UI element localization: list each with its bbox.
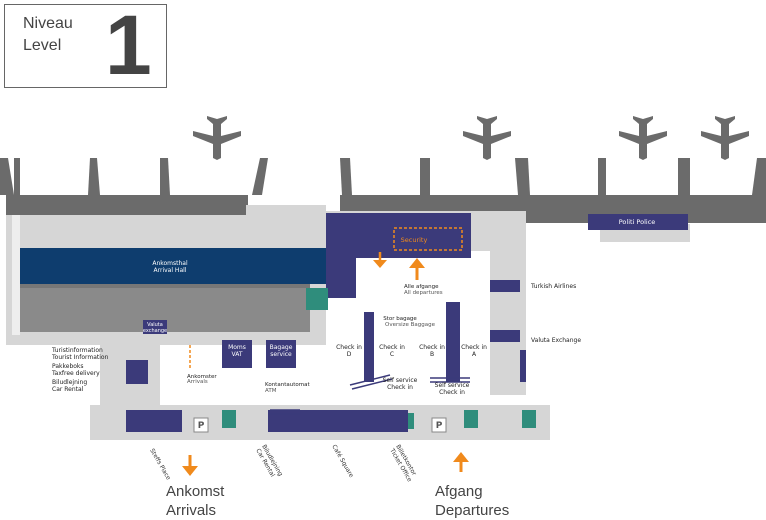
- arrivals-exit-en: Arrivals: [166, 502, 217, 519]
- bagage-label: Bagage: [270, 344, 293, 351]
- all-departures-da: Alle afgange: [404, 284, 439, 290]
- level-label: Niveau Level: [23, 13, 73, 57]
- vat-label: VAT: [231, 351, 242, 358]
- oversize-da: Stor bagage: [383, 316, 417, 322]
- arrival-hall-label-en: Arrival Hall: [154, 267, 187, 274]
- departures-exit-da: Afgang: [435, 483, 483, 500]
- parking-label-1: P: [198, 421, 205, 431]
- route-arrows: [182, 252, 469, 476]
- street-steffs: Steffs Place: [148, 448, 172, 482]
- self-service-left-checkin: Check in: [387, 384, 413, 391]
- tourist-info-da: Turistinformation: [51, 347, 103, 354]
- taxfree-label: Taxfree delivery: [51, 370, 100, 377]
- kontant-label: Kontantautomat: [265, 382, 310, 388]
- self-service-right-checkin: Check in: [439, 389, 465, 396]
- self-service-right: Self service: [435, 382, 470, 389]
- check-in-b-letter: B: [430, 351, 434, 358]
- turkish-airlines-label: Turkish Airlines: [530, 283, 576, 290]
- check-in-c-label: Check in: [379, 344, 405, 351]
- level-number: 1: [105, 0, 152, 92]
- street-cafe: Café Square: [330, 444, 355, 480]
- police-label: Politi Police: [619, 218, 656, 226]
- service-rooms: [126, 320, 408, 432]
- tourist-info-en: Tourist Information: [51, 354, 109, 361]
- arrival-hall: [20, 248, 326, 284]
- arrivals-exit-da: Ankomst: [166, 483, 225, 500]
- parking-markers: [193, 417, 447, 433]
- arrival-hall-label-da: Ankomsthal: [152, 260, 188, 267]
- niveau2-label: Niveau: [370, 268, 391, 275]
- oversize-en: Oversize Baggage: [385, 322, 436, 328]
- bagage-service-label: service: [270, 351, 292, 358]
- check-in-d-letter: D: [347, 351, 352, 358]
- gate-piers: [0, 158, 766, 223]
- parking-label-2: P: [436, 421, 443, 431]
- ankomster-label: Ankomster: [187, 374, 217, 380]
- biludlejning-label: Biludlejning: [52, 379, 87, 386]
- niveau2-num: 2: [378, 275, 382, 282]
- level-label-da: Niveau: [23, 15, 73, 32]
- level-label-en: Level: [23, 37, 62, 54]
- moms-label: Moms: [228, 344, 246, 351]
- atm-label: ATM: [265, 388, 277, 394]
- check-in-c-letter: C: [390, 351, 394, 358]
- arrivals-exit-label: Ankomst Arrivals: [166, 482, 224, 520]
- check-in-a-letter: A: [472, 351, 477, 358]
- valuta-small-label: Valuta: [147, 322, 163, 328]
- security-label: Security: [401, 236, 428, 244]
- departures-exit-label: Afgang Departures: [435, 482, 509, 520]
- valuta-exchange-small: exchange: [143, 328, 167, 334]
- check-in-d-label: Check in: [336, 344, 362, 351]
- pakkeboks-label: Pakkeboks: [52, 363, 84, 370]
- check-in-a-label: Check in: [461, 344, 487, 351]
- car-rental-label: Car Rental: [52, 386, 84, 393]
- departures-exit-en: Departures: [435, 502, 510, 519]
- self-service-left: Self service: [383, 377, 418, 384]
- ankomster-en-label: Arrivals: [187, 379, 208, 385]
- check-in-b-label: Check in: [419, 344, 445, 351]
- police-office: [588, 214, 688, 230]
- valuta-exchange-label: Valuta Exchange: [531, 337, 581, 344]
- all-departures-en: All departures: [404, 290, 443, 296]
- level-indicator: Niveau Level 1: [4, 0, 167, 91]
- check-in-islands: [364, 280, 526, 382]
